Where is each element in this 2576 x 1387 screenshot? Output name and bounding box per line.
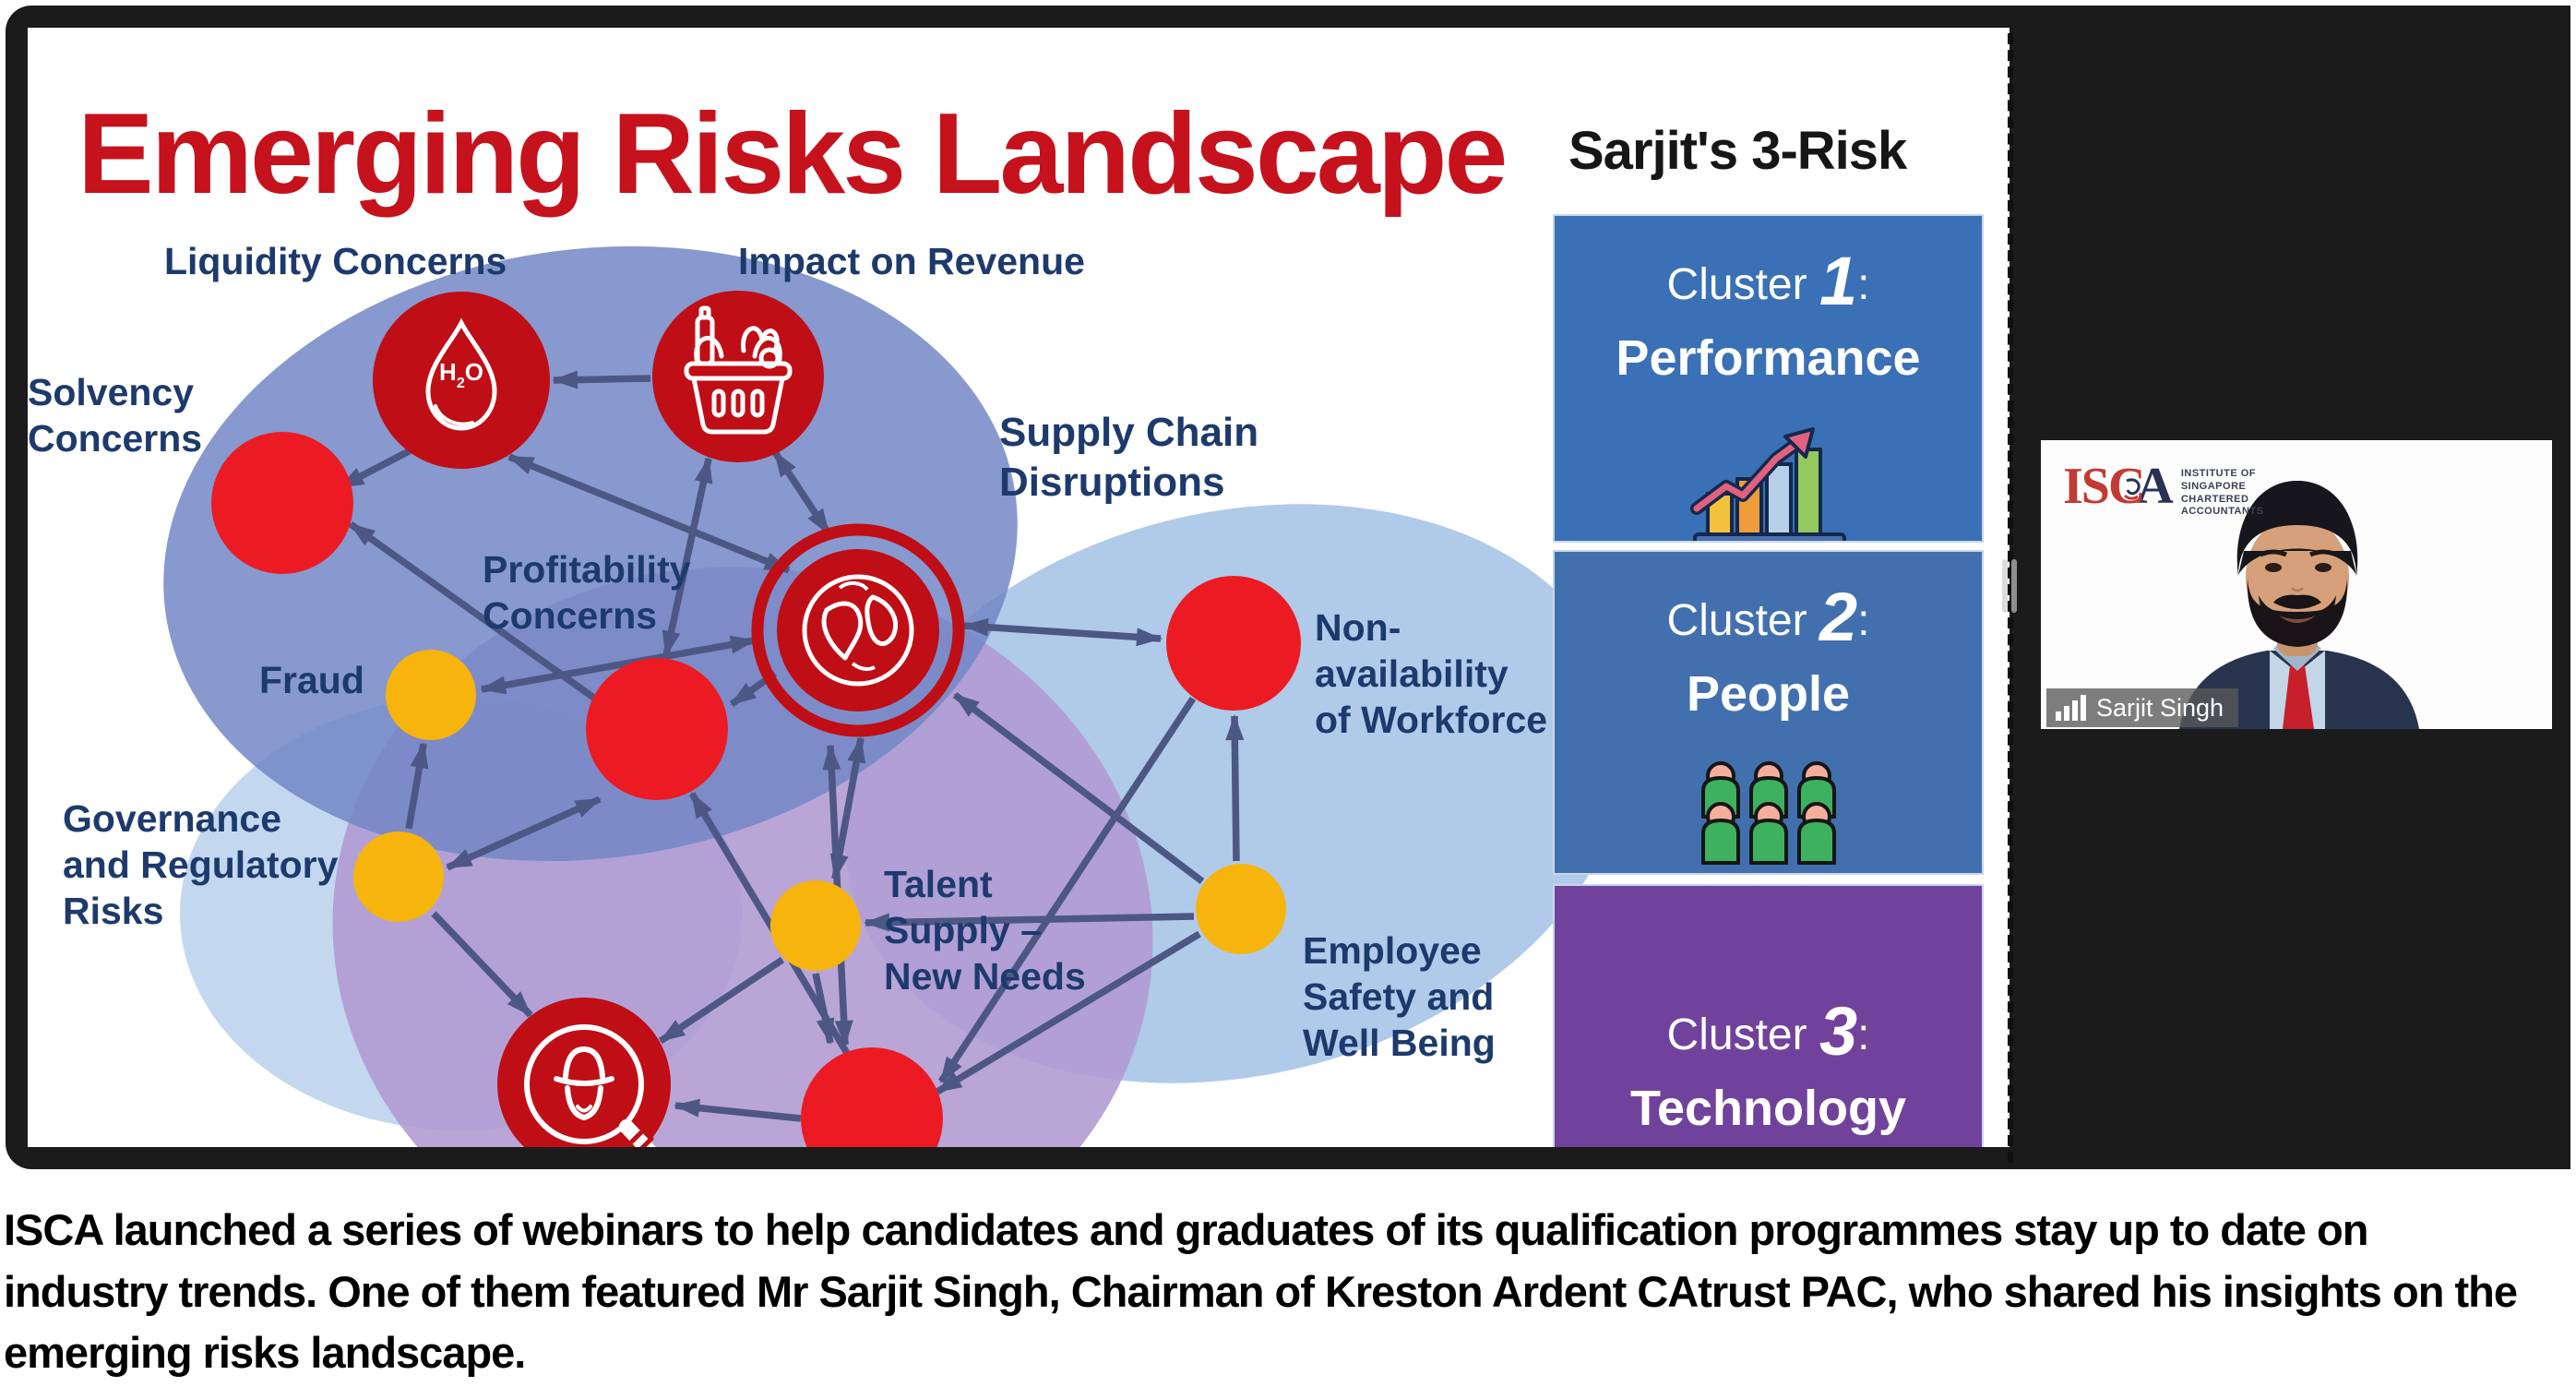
screen-share-dashed-border xyxy=(2008,33,2013,1163)
participant-name: Sarjit Singh xyxy=(2096,693,2224,722)
relation-arrow xyxy=(446,795,602,871)
cluster-2-line: Cluster 2: xyxy=(1666,579,1870,655)
grocery-basket-icon xyxy=(684,305,793,435)
relation-arrow xyxy=(662,457,713,657)
label-profitability: Profitability Concerns xyxy=(483,548,691,638)
relation-arrow xyxy=(674,1098,802,1122)
cluster-3-line: Cluster 3: xyxy=(1666,993,1870,1070)
right-panel-heading: Sarjit's 3-Risk xyxy=(1568,121,1907,181)
cluster-2-name: People xyxy=(1686,666,1851,722)
cluster-1-name: Performance xyxy=(1616,330,1921,386)
label-workforce: Non- availability of Workforce xyxy=(1315,606,1548,742)
cluster-3-technology-card: Cluster 3: Technology xyxy=(1553,884,1984,1147)
relation-arrow xyxy=(771,449,832,536)
relation-arrow xyxy=(405,742,429,830)
speaker-portrait xyxy=(2041,440,2552,729)
label-supply-chain: Supply Chain Disruptions xyxy=(999,410,1259,505)
label-liquidity: Liquidity Concerns xyxy=(164,240,507,282)
supply-chain-ring xyxy=(751,523,965,737)
cluster-3-name: Technology xyxy=(1629,1081,1906,1136)
cluster-1-line: Cluster 1: xyxy=(1666,243,1870,319)
globe-icon xyxy=(802,574,914,687)
safety-node xyxy=(1196,864,1286,954)
isca-logo: ISCA INSTITUTE OF SINGAPORE CHARTERED AC… xyxy=(2063,460,2263,519)
risk-network-diagram: H2O xyxy=(163,245,1628,1147)
relation-arrow xyxy=(480,635,757,695)
slide-title: Emerging Risks Landscape xyxy=(78,90,1508,218)
liquidity-node xyxy=(373,292,550,469)
relation-arrow xyxy=(507,453,791,574)
participant-name-tag: Sarjit Singh xyxy=(2046,688,2239,727)
relation-arrow xyxy=(552,370,651,389)
shared-slide: H2O xyxy=(28,28,2010,1147)
relation-arrow xyxy=(952,692,1205,884)
workforce-node xyxy=(1166,576,1301,711)
label-impact-revenue: Impact on Revenue xyxy=(738,240,1085,282)
people-group-icon xyxy=(1700,761,1836,865)
impact-bottom-node xyxy=(801,1047,943,1147)
relation-arrow xyxy=(962,617,1163,647)
relation-arrow xyxy=(431,911,533,1018)
profitability-node xyxy=(586,658,728,800)
relation-arrow xyxy=(937,696,1197,1084)
label-talent: Talent Supply – New Needs xyxy=(884,863,1086,998)
cluster-2-people-card: Cluster 2: People xyxy=(1553,550,1984,875)
isca-org-lines: INSTITUTE OF SINGAPORE CHARTERED ACCOUNT… xyxy=(2180,468,2264,518)
talent-node xyxy=(770,880,861,971)
audio-signal-bars-icon xyxy=(2056,695,2086,721)
relation-arrow xyxy=(936,930,1201,1095)
detective-magnifier-icon xyxy=(524,1024,656,1147)
speaker-video-thumbnail[interactable]: ISCA INSTITUTE OF SINGAPORE CHARTERED AC… xyxy=(2041,440,2552,729)
label-solvency: Solvency Concerns xyxy=(28,371,203,460)
relation-arrow xyxy=(338,446,414,491)
panel-resize-handle[interactable] xyxy=(2011,559,2017,613)
fraud-detect-node xyxy=(497,998,671,1147)
relation-arrow xyxy=(864,913,1195,932)
fraud-node xyxy=(386,650,476,740)
panel-resize-handle[interactable] xyxy=(2002,559,2008,613)
relation-arrow xyxy=(1225,714,1245,862)
relation-arrow xyxy=(658,956,785,1045)
label-fraud: Fraud xyxy=(259,659,364,701)
label-safety: Employee Safety and Well Being xyxy=(1303,929,1496,1065)
bar-chart-growth-icon xyxy=(1689,427,1846,541)
governance-node xyxy=(353,831,444,922)
merlion-mark-icon xyxy=(2124,478,2141,500)
cluster-1-performance-card: Cluster 1: Performance xyxy=(1553,214,1984,543)
caption-text: ISCA launched a series of webinars to he… xyxy=(4,1205,2518,1378)
isca-logo-text: ISCA xyxy=(2063,458,2174,515)
solvency-node xyxy=(211,432,353,574)
label-governance: Governance and Regulatory Risks xyxy=(63,797,339,933)
